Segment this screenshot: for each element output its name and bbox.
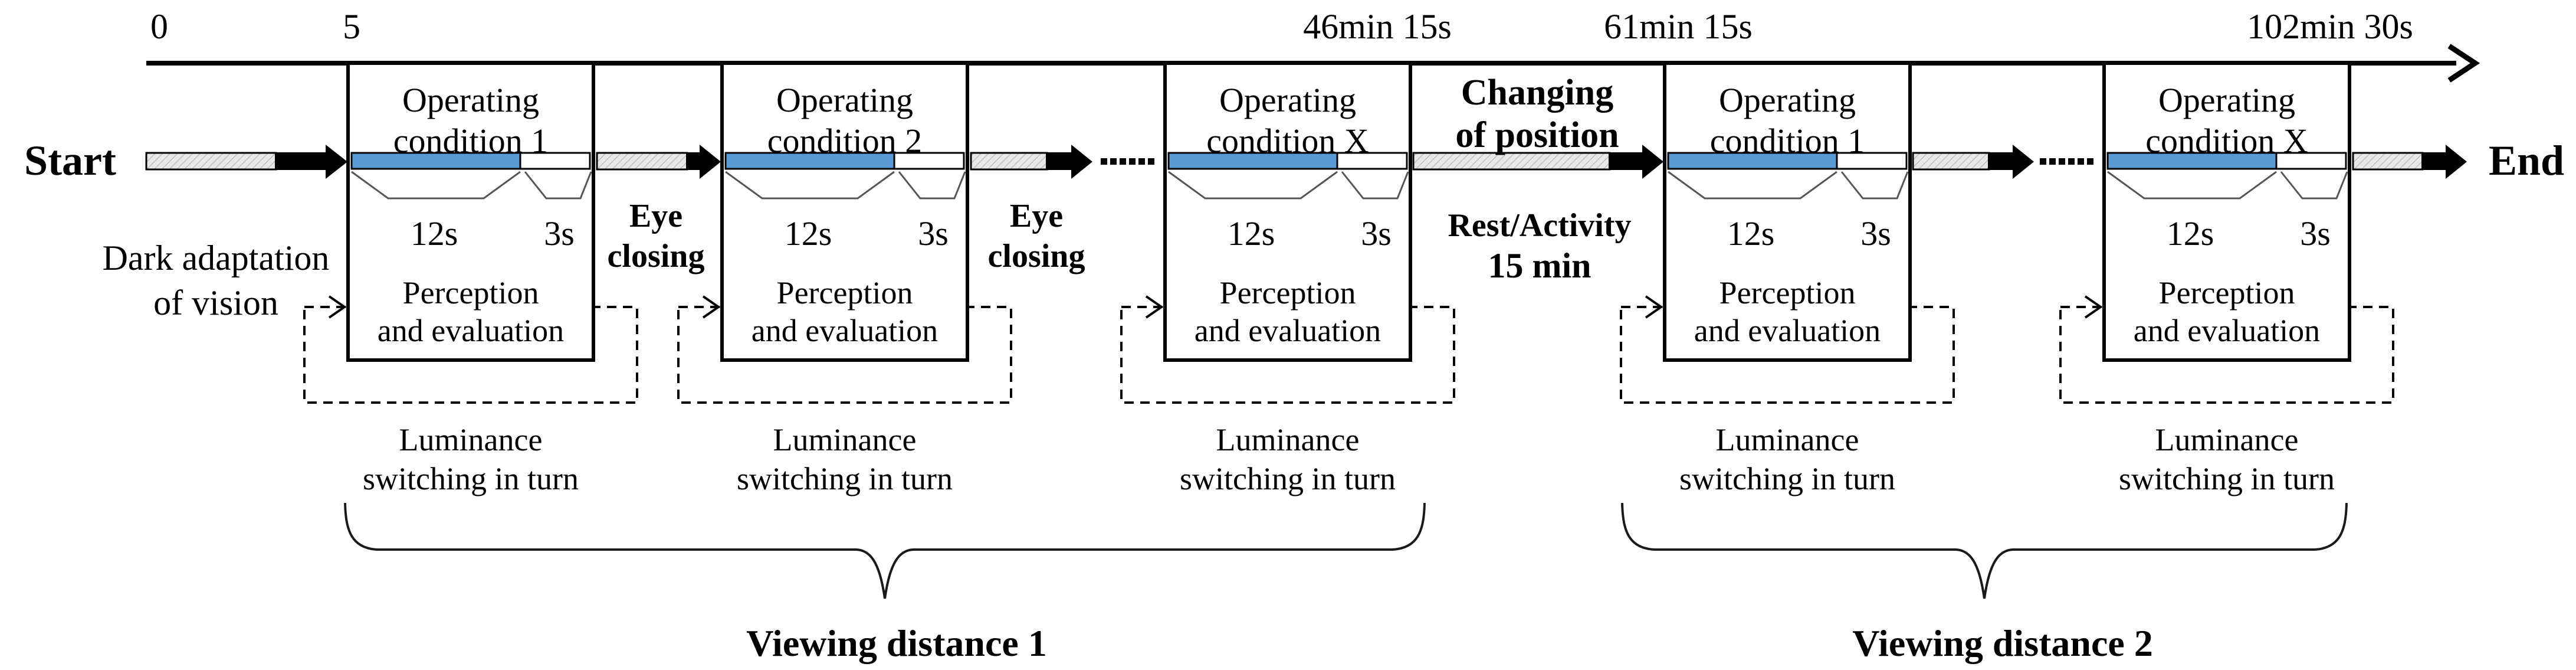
- box2-body-line1: Perception: [776, 275, 913, 311]
- box4-body-line1: Perception: [1719, 275, 1856, 311]
- box5-note-line1: Luminance: [2155, 422, 2299, 457]
- box1-note-line2: switching in turn: [363, 461, 579, 496]
- box2-title-line1: Operating: [776, 81, 913, 119]
- eye-closing-2-line2: closing: [987, 238, 1085, 274]
- box5-title-line2: condition X: [2145, 122, 2308, 160]
- box5-title-line1: Operating: [2158, 81, 2295, 119]
- box4-title-line2: condition 1: [1709, 122, 1865, 160]
- box4-12s-label: 12s: [1727, 214, 1775, 253]
- rest-activity-line2: 15 min: [1488, 246, 1591, 285]
- continuation-dots: [2040, 158, 2093, 165]
- eye-closing-1-line1: Eye: [629, 198, 683, 234]
- box1-body-line2: and evaluation: [377, 313, 565, 348]
- box3-body-line1: Perception: [1219, 275, 1356, 311]
- gap1-arrow: [596, 145, 721, 179]
- tick-label-46min: 46min 15s: [1303, 7, 1452, 46]
- changing-position-arrow: [1412, 145, 1663, 179]
- start-label: Start: [24, 137, 116, 184]
- time-axis-arrowhead-icon: [2447, 44, 2480, 83]
- end-arrow: [2352, 145, 2467, 179]
- dark-adaptation-line1: Dark adaptation: [102, 238, 330, 277]
- box5-body-line1: Perception: [2158, 275, 2295, 311]
- box2-12s-label: 12s: [784, 214, 832, 253]
- changing-position-line1: Changing: [1461, 73, 1614, 113]
- box3-title-line2: condition X: [1206, 122, 1369, 160]
- box3-title-line1: Operating: [1219, 81, 1356, 119]
- eye-closing-1-line2: closing: [607, 238, 705, 274]
- box3-note-line2: switching in turn: [1180, 461, 1396, 496]
- continuation-dots: [1101, 158, 1154, 165]
- rest-activity-line1: Rest/Activity: [1448, 207, 1632, 244]
- viewing-distance-1-brace: [344, 502, 1426, 599]
- box2-note-line1: Luminance: [773, 422, 917, 457]
- box4-3s-label: 3s: [1860, 214, 1891, 253]
- box5-body-line2: and evaluation: [2133, 313, 2321, 348]
- viewing-distance-1-label: Viewing distance 1: [746, 622, 1047, 664]
- box3-body-line2: and evaluation: [1194, 313, 1381, 348]
- tick-label-0: 0: [150, 7, 168, 46]
- box3-12s-label: 12s: [1227, 214, 1275, 253]
- box4-title-line1: Operating: [1719, 81, 1856, 119]
- box1-note-line1: Luminance: [399, 422, 543, 457]
- start-arrow: [145, 145, 347, 179]
- viewing-distance-2-brace: [1621, 502, 2348, 599]
- box1-title-line2: condition 1: [393, 122, 549, 160]
- tick-label-61min: 61min 15s: [1604, 7, 1753, 46]
- changing-position-line2: of position: [1455, 115, 1619, 155]
- box1-title-line1: Operating: [402, 81, 539, 119]
- box5-3s-label: 3s: [2300, 214, 2331, 253]
- box4-body-line2: and evaluation: [1694, 313, 1881, 348]
- tick-label-102min: 102min 30s: [2247, 7, 2413, 46]
- gap2-arrow: [970, 145, 1092, 179]
- box1-body-line1: Perception: [402, 275, 539, 311]
- box2-3s-label: 3s: [918, 214, 949, 253]
- end-label: End: [2488, 137, 2565, 184]
- box1-3s-label: 3s: [544, 214, 575, 253]
- dark-adaptation-line2: of vision: [153, 283, 278, 322]
- viewing-distance-2-label: Viewing distance 2: [1852, 622, 2153, 664]
- box5-12s-label: 12s: [2166, 214, 2214, 253]
- box4-note-line2: switching in turn: [1679, 461, 1895, 496]
- box4-note-line1: Luminance: [1715, 422, 1859, 457]
- box3-note-line1: Luminance: [1216, 422, 1360, 457]
- box2-title-line2: condition 2: [767, 122, 923, 160]
- box2-note-line2: switching in turn: [737, 461, 953, 496]
- box3-3s-label: 3s: [1361, 214, 1392, 253]
- box2-body-line2: and evaluation: [751, 313, 938, 348]
- eye-closing-2-line1: Eye: [1009, 198, 1064, 234]
- box5-note-line2: switching in turn: [2119, 461, 2335, 496]
- gap4-arrow: [1912, 145, 2034, 179]
- box1-12s-label: 12s: [410, 214, 458, 253]
- tick-label-5: 5: [343, 7, 360, 46]
